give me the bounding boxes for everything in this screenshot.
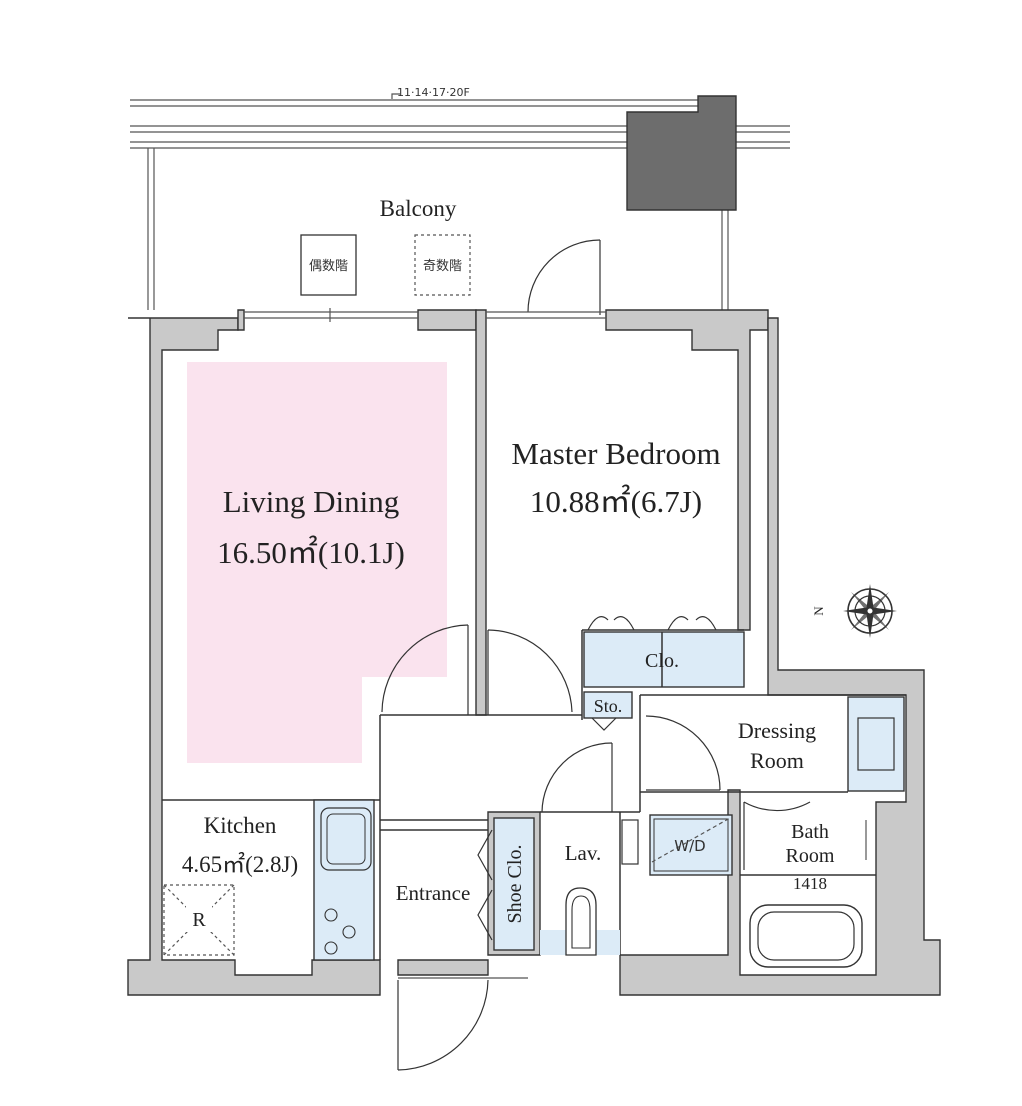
fridge-label: R	[192, 909, 206, 931]
bath-label-line1: Bath	[791, 821, 829, 843]
bath-label-line2: Room	[786, 845, 835, 867]
washer-label: W/D	[674, 837, 705, 855]
balcony-label: Balcony	[380, 196, 457, 221]
dressing-label-line1: Dressing	[738, 718, 816, 743]
washer: W/D	[649, 814, 733, 876]
storage: Sto.	[583, 691, 633, 731]
bedroom-window	[486, 311, 606, 319]
kitchen-counter	[313, 799, 375, 961]
ac-unit-even-label: 偶数階	[309, 259, 348, 274]
floors-note-text: 11·14·17·20F	[397, 86, 470, 99]
floors-note: 11·14·17·20F	[391, 86, 470, 99]
dressing-door	[645, 715, 721, 791]
compass-north-label: N	[811, 606, 826, 616]
entrance-label: Entrance	[396, 881, 471, 905]
bedroom-name: Master Bedroom	[511, 436, 720, 471]
bedroom-door	[487, 629, 573, 715]
shoe-closet-label: Shoe Clo.	[504, 845, 526, 924]
kitchen-name: Kitchen	[204, 813, 277, 838]
kitchen-area: 4.65㎡(2.8J)	[182, 852, 298, 877]
lav-fixture	[621, 819, 639, 865]
ac-unit-odd-label: 奇数階	[423, 258, 462, 274]
closet: Clo.	[583, 616, 745, 688]
entrance-door	[397, 977, 528, 1071]
toilet	[540, 887, 620, 956]
lav-door	[541, 742, 613, 813]
shoe-closet: Shoe Clo.	[477, 817, 535, 951]
bathtub	[749, 904, 863, 968]
living-window	[244, 308, 418, 322]
ac-unit-even-floor: 偶数階	[300, 234, 357, 296]
compass-icon: N	[811, 584, 897, 638]
lav-label: Lav.	[565, 841, 602, 865]
living-name: Living Dining	[223, 484, 400, 519]
living-area: 16.50㎡(10.1J)	[217, 535, 405, 570]
bath-door	[743, 801, 811, 870]
balcony-railing	[130, 99, 790, 310]
storage-label: Sto.	[594, 696, 623, 716]
bath-size-label: 1418	[793, 874, 827, 893]
balcony-door	[527, 239, 601, 315]
balcony-column	[626, 95, 737, 211]
dressing-cabinet	[847, 696, 905, 792]
fridge-space: R	[163, 884, 235, 956]
dressing-label-line2: Room	[750, 748, 804, 773]
living-highlight	[187, 362, 447, 763]
ac-unit-odd-floor: 奇数階	[414, 234, 471, 296]
closet-label: Clo.	[645, 650, 679, 672]
bedroom-area: 10.88㎡(6.7J)	[530, 484, 702, 519]
living-door	[381, 624, 469, 715]
